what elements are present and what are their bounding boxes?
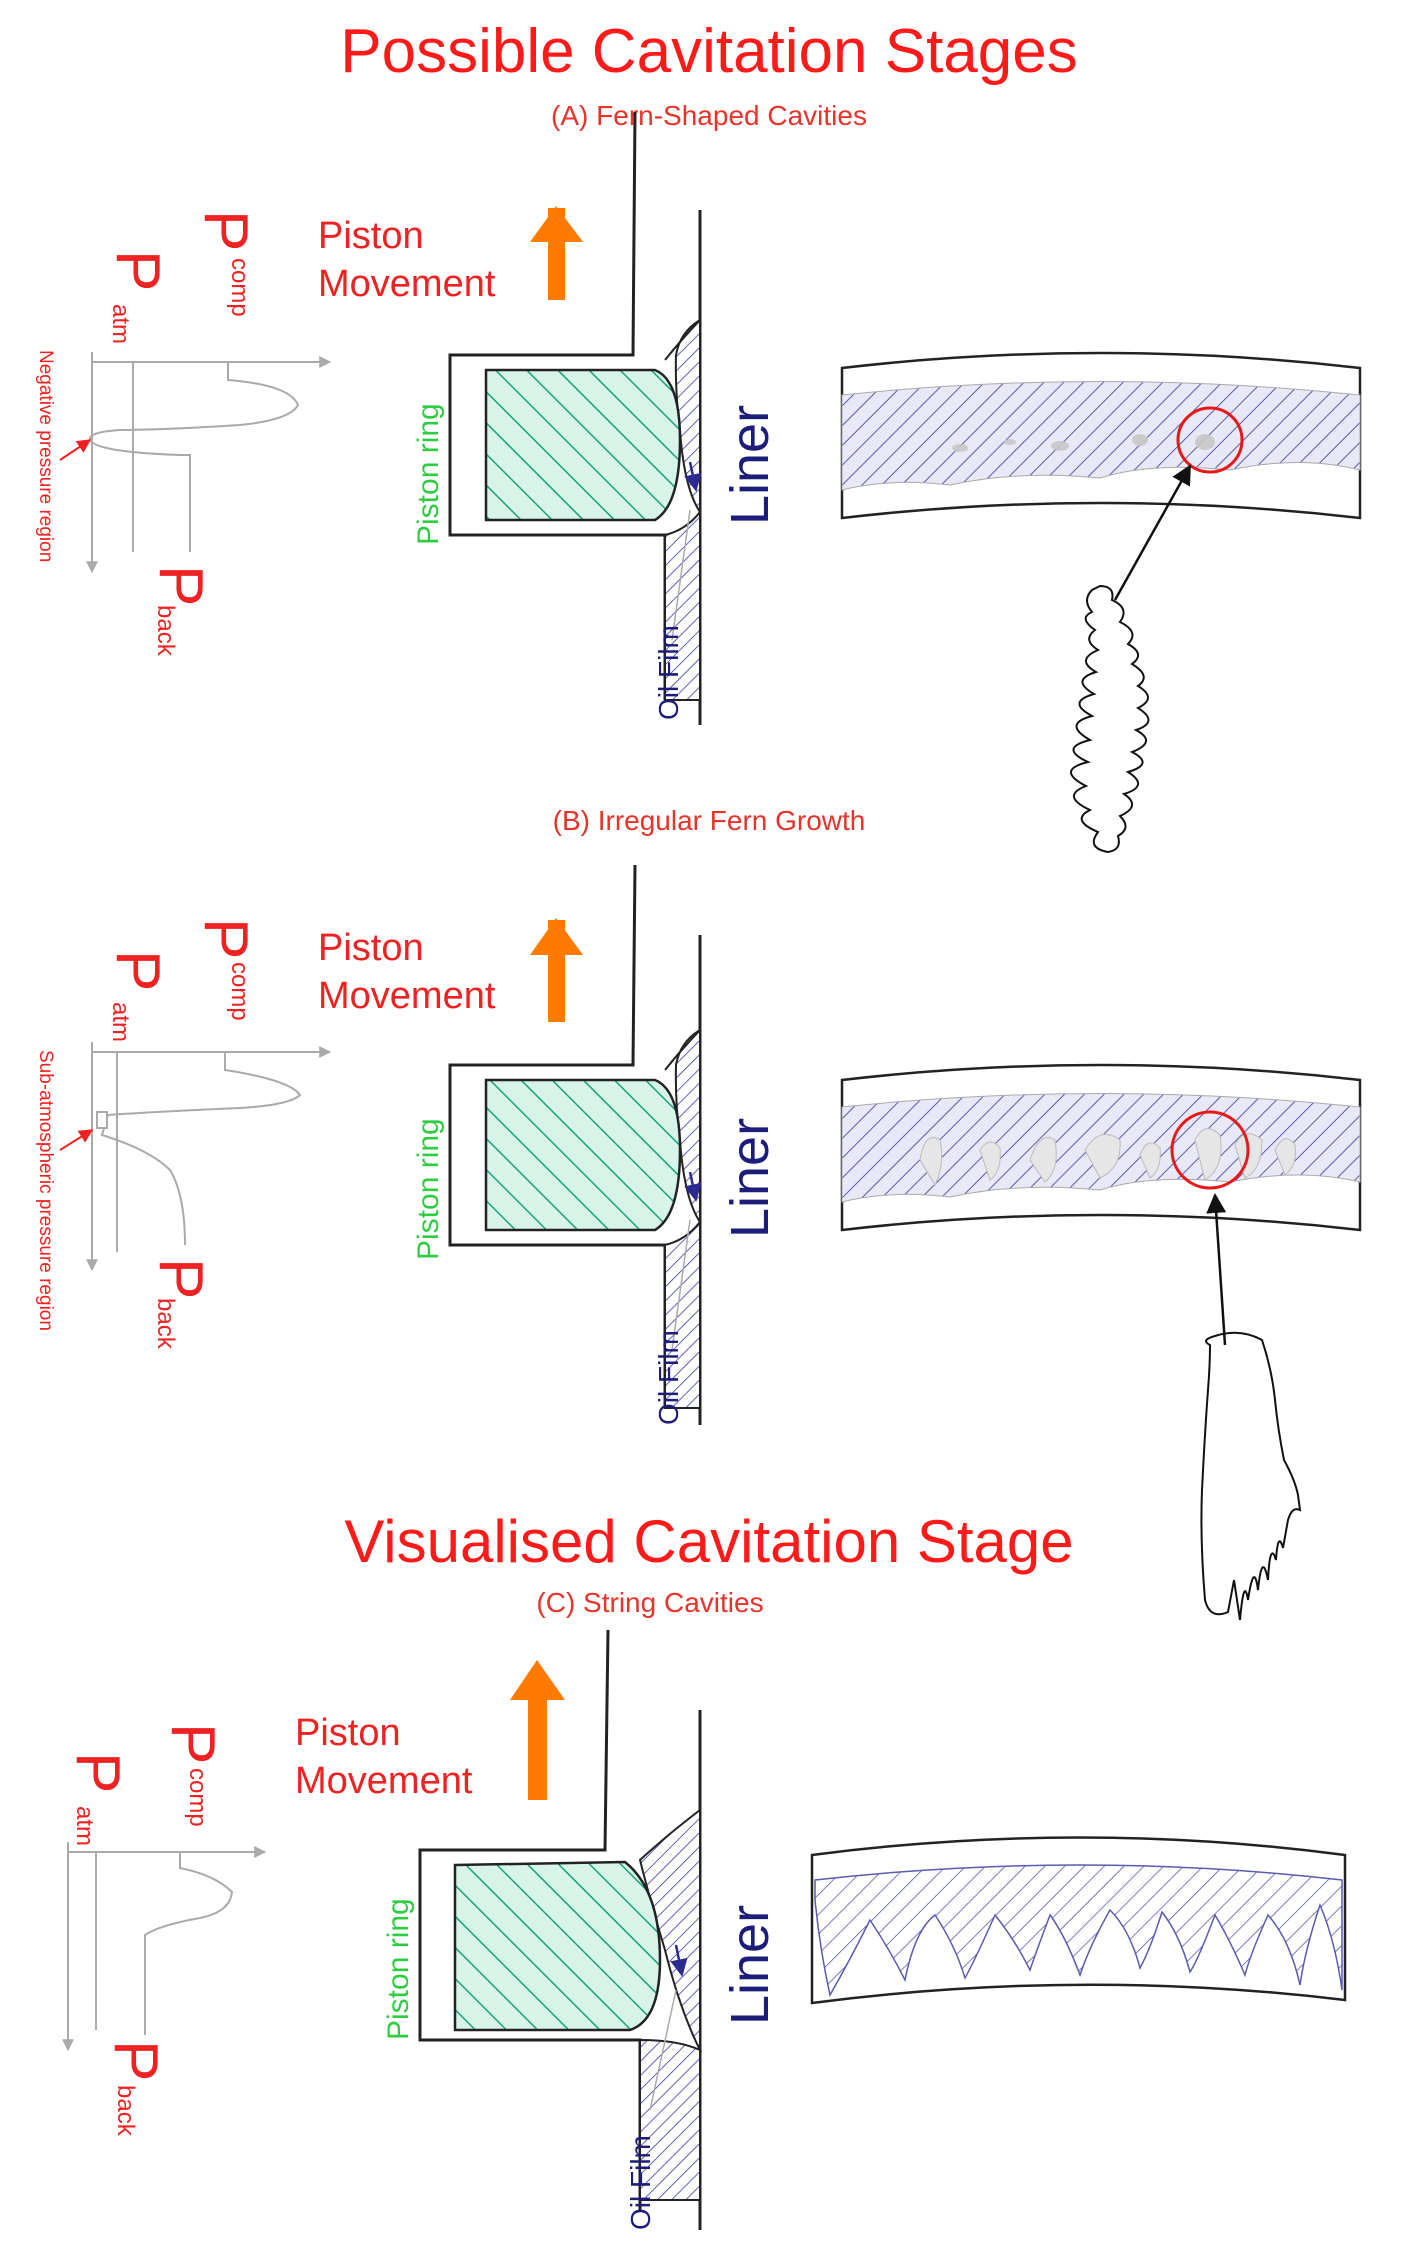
p-comp-sub-b: comp — [226, 962, 253, 1021]
fern-cavity-shape — [1070, 584, 1150, 854]
piston-movement-arrow-c — [510, 1660, 565, 1800]
piston-assembly-b — [448, 864, 702, 1425]
p-back-c: P — [101, 2040, 170, 2081]
p-atm-c: P — [63, 1752, 132, 1793]
visualised-title: Visualised Cavitation Stage — [344, 1508, 1073, 1575]
oil-film-label-b: Oil Film — [653, 1330, 684, 1425]
p-back-sub-c: back — [112, 2085, 139, 2137]
p-comp-sub-c: comp — [184, 1768, 211, 1827]
p-comp-a: P — [191, 210, 260, 251]
stage-a-caption: (A) Fern-Shaped Cavities — [551, 100, 867, 131]
piston-movement-arrow-b — [530, 918, 583, 1022]
p-comp-c: P — [158, 1723, 227, 1764]
piston-ring-label-a: Piston ring — [412, 403, 445, 545]
p-back-a: P — [146, 565, 215, 606]
p-comp-sub-a: comp — [226, 258, 253, 317]
pressure-note-a: Negative pressure region — [35, 350, 56, 562]
piston-ring-label-c: Piston ring — [382, 1898, 415, 2040]
main-title: Possible Cavitation Stages — [340, 17, 1078, 86]
irregular-fern-shape — [1200, 1331, 1302, 1621]
p-atm-a: P — [103, 250, 172, 291]
pressure-graph-c — [62, 1842, 267, 2052]
highlight-circle-a — [1176, 406, 1244, 474]
liner-section-c — [810, 1836, 1347, 2005]
piston-assembly-a — [448, 111, 702, 725]
piston-movement-arrow-a — [530, 206, 583, 300]
pressure-note-arrow-a — [59, 439, 92, 461]
piston-ring-label-b: Piston ring — [412, 1118, 445, 1260]
liner-section-b — [840, 1063, 1362, 1346]
oil-film-label-c: Oil Film — [625, 2135, 656, 2230]
p-back-sub-b: back — [152, 1298, 179, 1350]
oil-film-label-a: Oil Film — [653, 625, 684, 720]
highlight-circle-b — [1170, 1110, 1250, 1190]
p-atm-b: P — [103, 950, 172, 991]
pressure-graph-a — [86, 352, 332, 574]
piston-assembly-c — [418, 1629, 703, 2230]
pressure-note-arrow-b — [59, 1129, 94, 1151]
p-atm-sub-a: atm — [107, 304, 134, 344]
liner-label-b: Liner — [720, 1118, 780, 1238]
p-comp-b: P — [191, 918, 260, 959]
liner-section-a — [840, 351, 1362, 601]
liner-label-a: Liner — [720, 405, 780, 525]
p-back-sub-a: back — [152, 605, 179, 657]
stage-b-caption: (B) Irregular Fern Growth — [553, 805, 866, 836]
stage-a: P comp P atm P back Negative pressure re… — [35, 111, 1362, 854]
string-cavities-pattern — [814, 1864, 1343, 1998]
liner-label-c: Liner — [720, 1905, 780, 2025]
stage-c-caption: (C) String Cavities — [536, 1587, 763, 1618]
p-atm-sub-b: atm — [107, 1002, 134, 1042]
p-atm-sub-c: atm — [71, 1806, 98, 1846]
stage-b: P comp P atm P back Sub-atmospheric pres… — [35, 864, 1362, 1621]
pressure-graph-b — [86, 1042, 332, 1272]
p-back-b: P — [146, 1258, 215, 1299]
pressure-note-b: Sub-atmospheric pressure region — [35, 1050, 56, 1331]
